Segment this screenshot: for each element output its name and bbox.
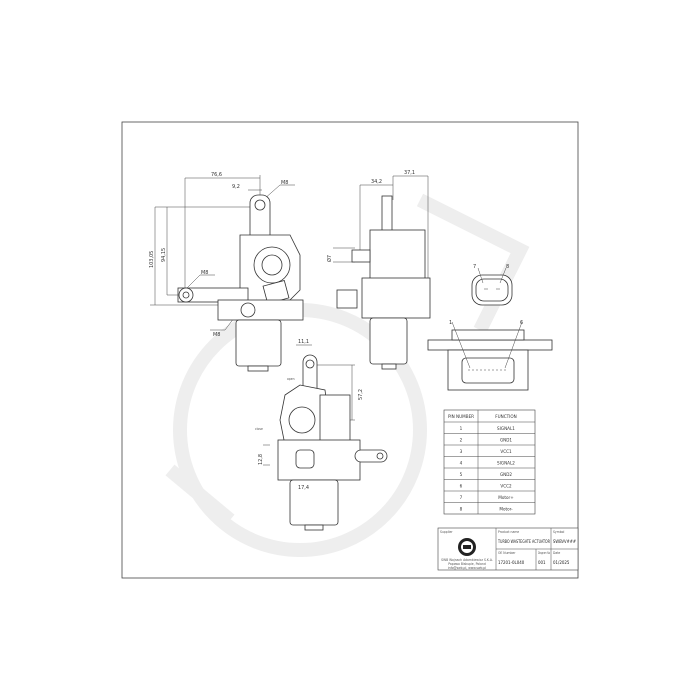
dim-side-diameter: Ø7 <box>326 255 333 262</box>
pin-number: 3 <box>460 449 463 455</box>
date: 01/2025 <box>553 560 570 566</box>
pin-number: 7 <box>460 495 463 501</box>
dim-bottom-conn-width: 17,4 <box>298 485 309 491</box>
supplier-line-2: Papowo Biskupie, Poland <box>448 562 486 566</box>
pin-label-7: 7 <box>473 264 476 270</box>
dim-bottom-conn-height: 12,8 <box>258 454 264 465</box>
pin-function: SIGNAL2 <box>497 461 515 467</box>
oe-number: 17201-0L040 <box>498 560 525 566</box>
pin-function: Motor- <box>499 507 513 513</box>
connector-front-view: 1 6 <box>427 320 553 391</box>
pin-table-header-function: FUNCTION <box>495 414 516 420</box>
pin-function: SIGNAL1 <box>497 426 515 432</box>
supplier-line-1: SWB Wojnach Adamkiewicz S.K.A. <box>441 558 493 562</box>
pin-function: GND1 <box>500 438 512 444</box>
product-name: TURBO WASTEGATE ACTUATOR <box>497 539 550 545</box>
pin-number: 5 <box>460 472 463 478</box>
dim-front-height-inner: 94,15 <box>161 248 167 262</box>
symbol-label: Symbol <box>553 530 565 534</box>
diagram-no: 001 <box>538 560 546 566</box>
thread-bottom: M8 <box>213 332 220 338</box>
pin-number: 6 <box>460 484 463 490</box>
dim-side-depth-2: 37,1 <box>404 170 415 176</box>
side-view: 34,2 37,1 Ø7 <box>326 170 431 370</box>
pin-table: PIN NUMBER FUNCTION 1 SIGNAL1 2 GND1 3 VCC1 4 S… <box>443 409 536 515</box>
supplier-line-3: info@swb.pl, www.swb.pl <box>448 566 487 570</box>
title-block: Supplier SWB Wojnach Adamkiewicz S.K.A. … <box>437 527 579 571</box>
product-name-label: Product name <box>498 530 519 534</box>
pin-function: VCC2 <box>500 484 512 490</box>
dim-bottom-offset: 11,1 <box>298 339 309 345</box>
pin-number: 2 <box>460 438 463 444</box>
diagram-no-label: Diagram No <box>538 551 550 555</box>
pin-label-1: 1 <box>449 320 452 326</box>
bottom-view: 11,1 57,2 12,8 17,4 open close <box>255 339 388 531</box>
pin-function: GND2 <box>500 472 512 478</box>
connector-top-view: 7 8 <box>471 264 513 306</box>
pin-number: 8 <box>460 507 463 513</box>
pin-label-6: 6 <box>520 320 523 326</box>
pin-table-header-pin: PIN NUMBER <box>448 414 474 420</box>
dim-bottom-height: 57,2 <box>358 389 364 400</box>
label-close: close <box>255 427 263 431</box>
pin-number: 1 <box>460 426 463 432</box>
dim-front-height-total: 103,05 <box>149 251 155 268</box>
oe-number-label: OE Number <box>498 551 516 555</box>
label-open: open <box>287 377 295 381</box>
supplier-label: Supplier <box>440 530 453 534</box>
thread-left: M8 <box>201 270 208 276</box>
date-label: Date <box>553 551 560 555</box>
drawing-frame <box>121 121 579 579</box>
dim-side-depth-1: 34,2 <box>371 179 382 185</box>
pin-function: VCC1 <box>500 449 512 455</box>
thread-top: M8 <box>281 180 288 186</box>
pin-label-8: 8 <box>506 264 509 270</box>
pin-function: Motor+ <box>498 495 514 501</box>
pin-number: 4 <box>460 461 463 467</box>
dim-front-width: 76,6 <box>211 172 222 178</box>
front-view: 76,6 9,2 M8 M8 M8 103,05 94,15 <box>149 172 304 372</box>
symbol: SWBVV### <box>553 539 577 545</box>
dim-front-offset: 9,2 <box>232 184 240 190</box>
